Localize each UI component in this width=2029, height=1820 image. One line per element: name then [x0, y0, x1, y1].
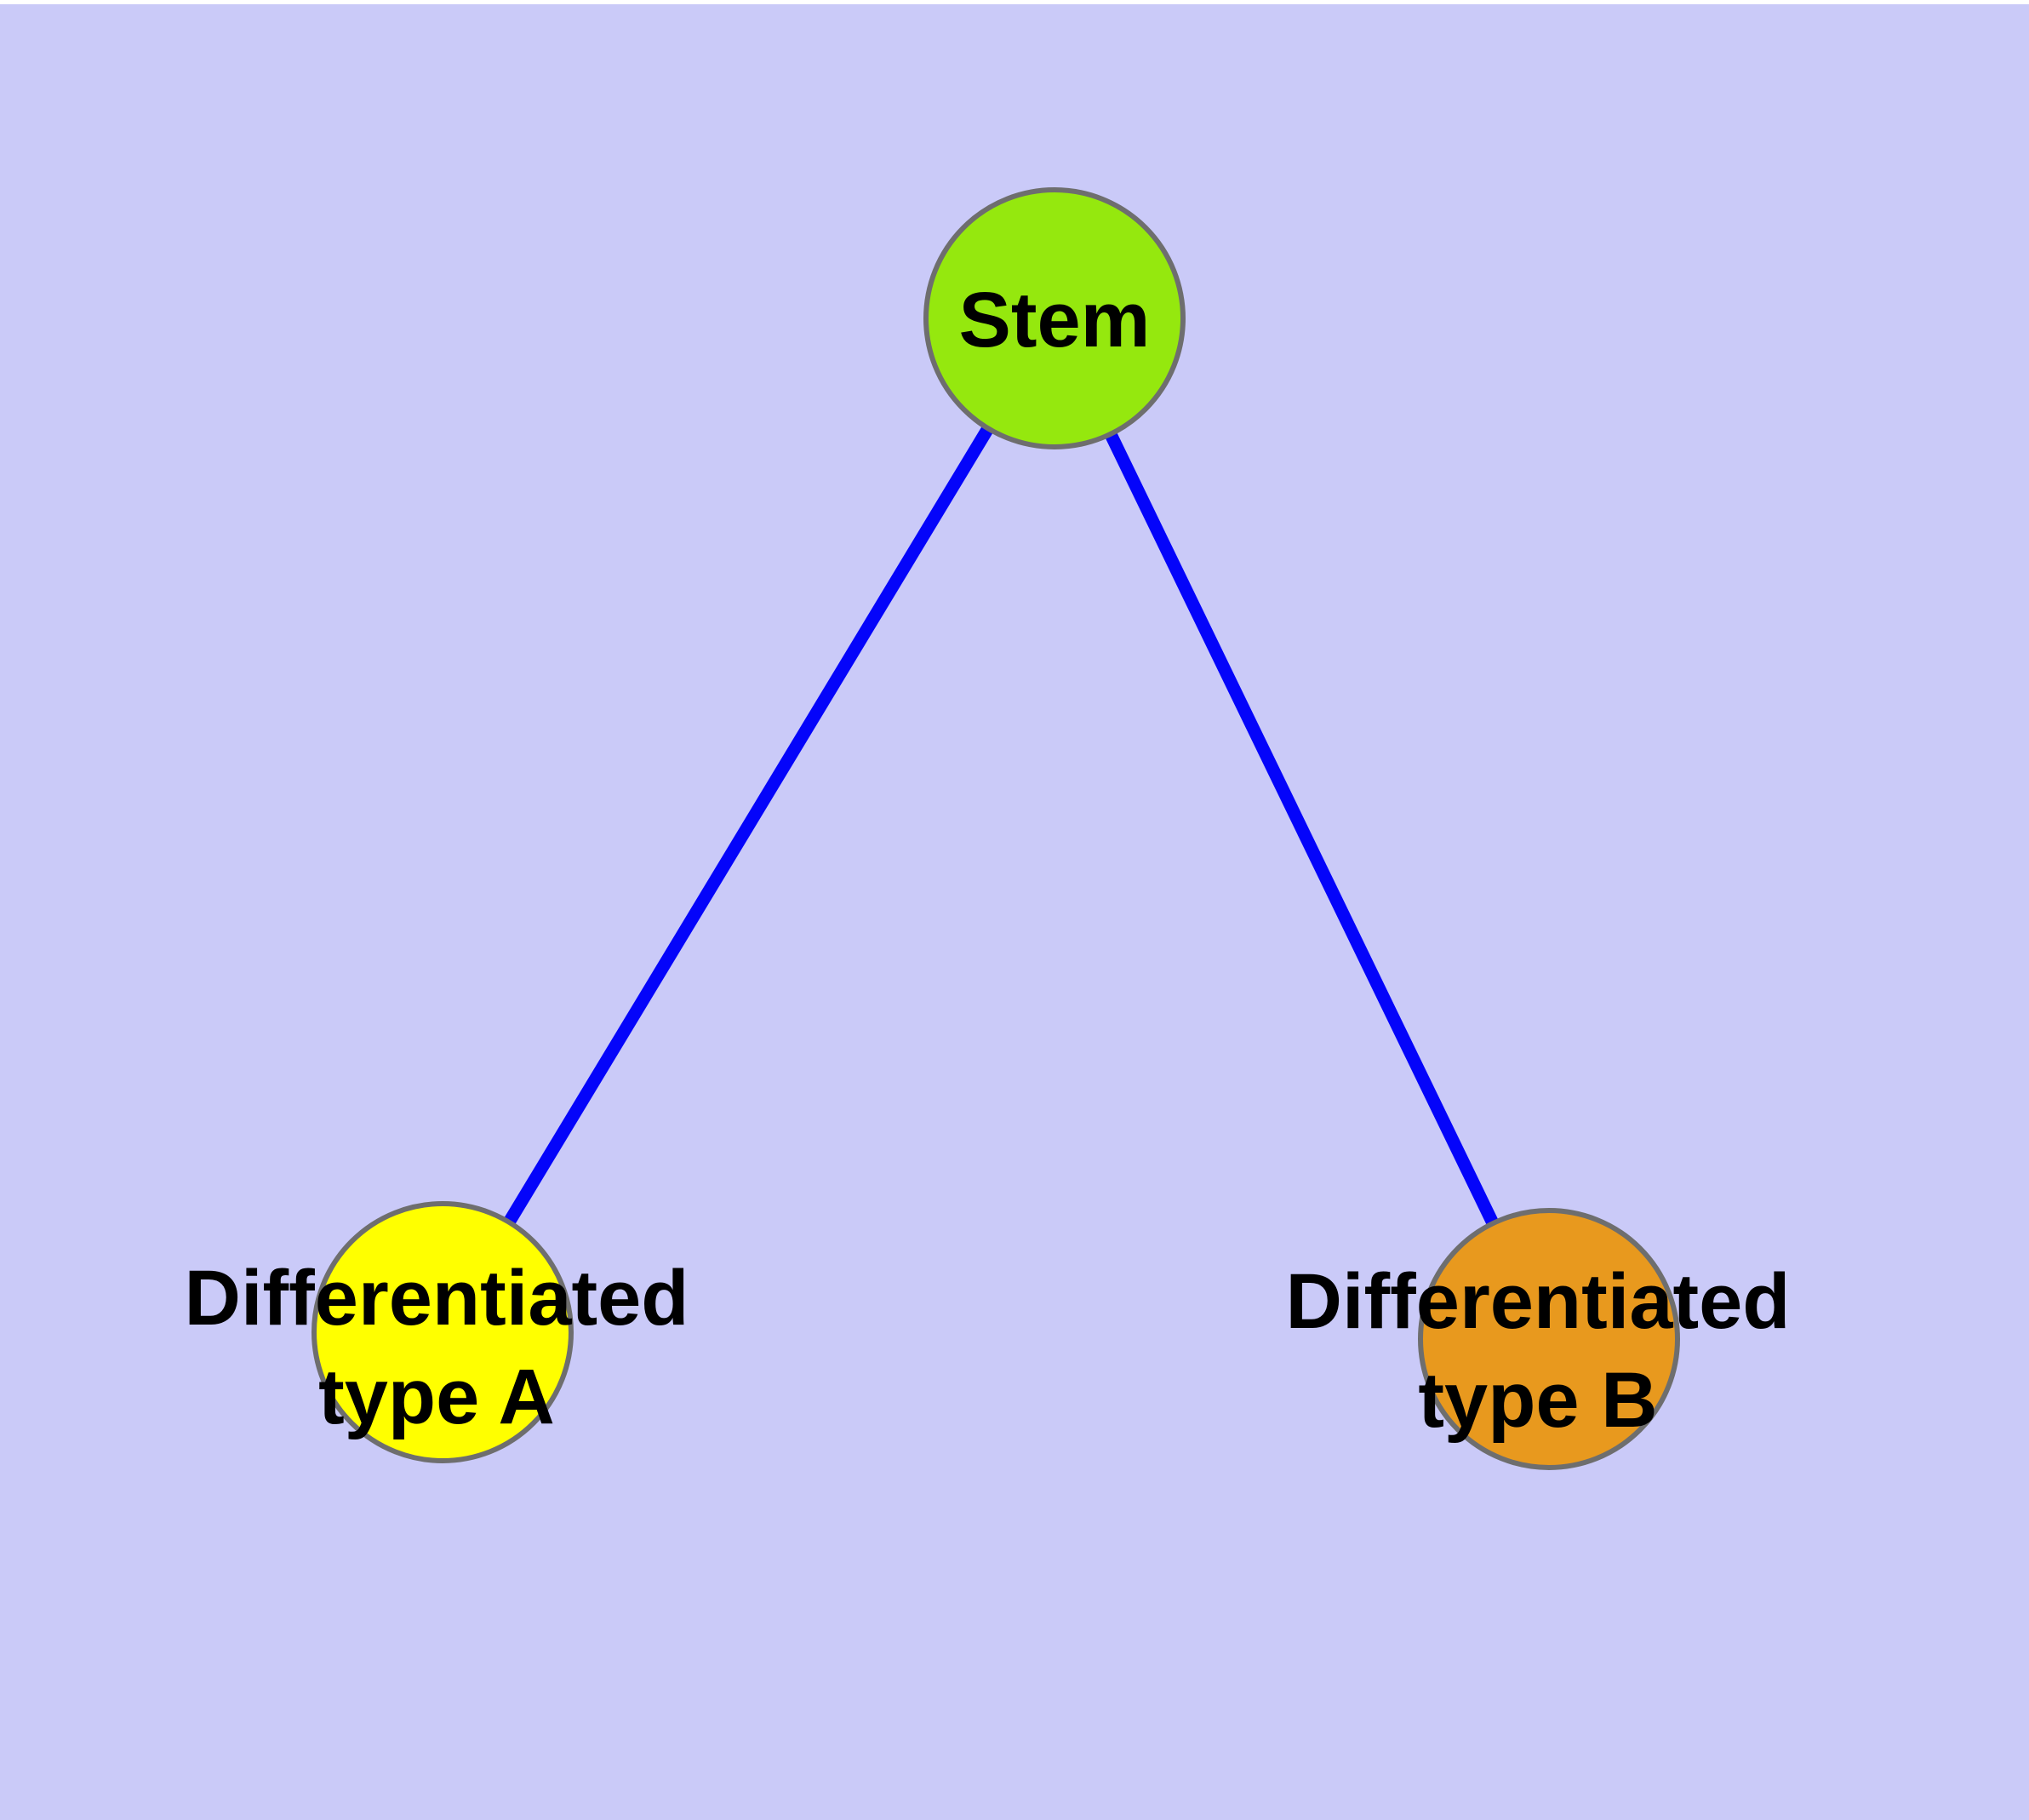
differentiated-type-a-label-line1: Differentiated — [184, 1255, 689, 1342]
edge-stem-to-type-a — [437, 315, 1060, 1336]
differentiated-type-a-node-label: Differentiated type A — [185, 1249, 689, 1446]
differentiated-type-a-node-circle — [311, 1201, 574, 1463]
differentiated-type-b-label-line1: Differentiated — [1285, 1258, 1791, 1345]
differentiated-type-b-node-circle — [1418, 1208, 1680, 1470]
stem-node-label: Stem — [958, 277, 1151, 363]
edge-stem-to-type-b — [1049, 315, 1555, 1342]
differentiated-type-b-node-label: Differentiated type B — [1286, 1252, 1791, 1450]
top-margin-strip — [0, 0, 2029, 4]
stem-node-circle — [923, 187, 1186, 449]
differentiated-type-a-label-line2: type A — [318, 1354, 555, 1440]
differentiated-type-b-label-line2: type B — [1418, 1357, 1658, 1444]
